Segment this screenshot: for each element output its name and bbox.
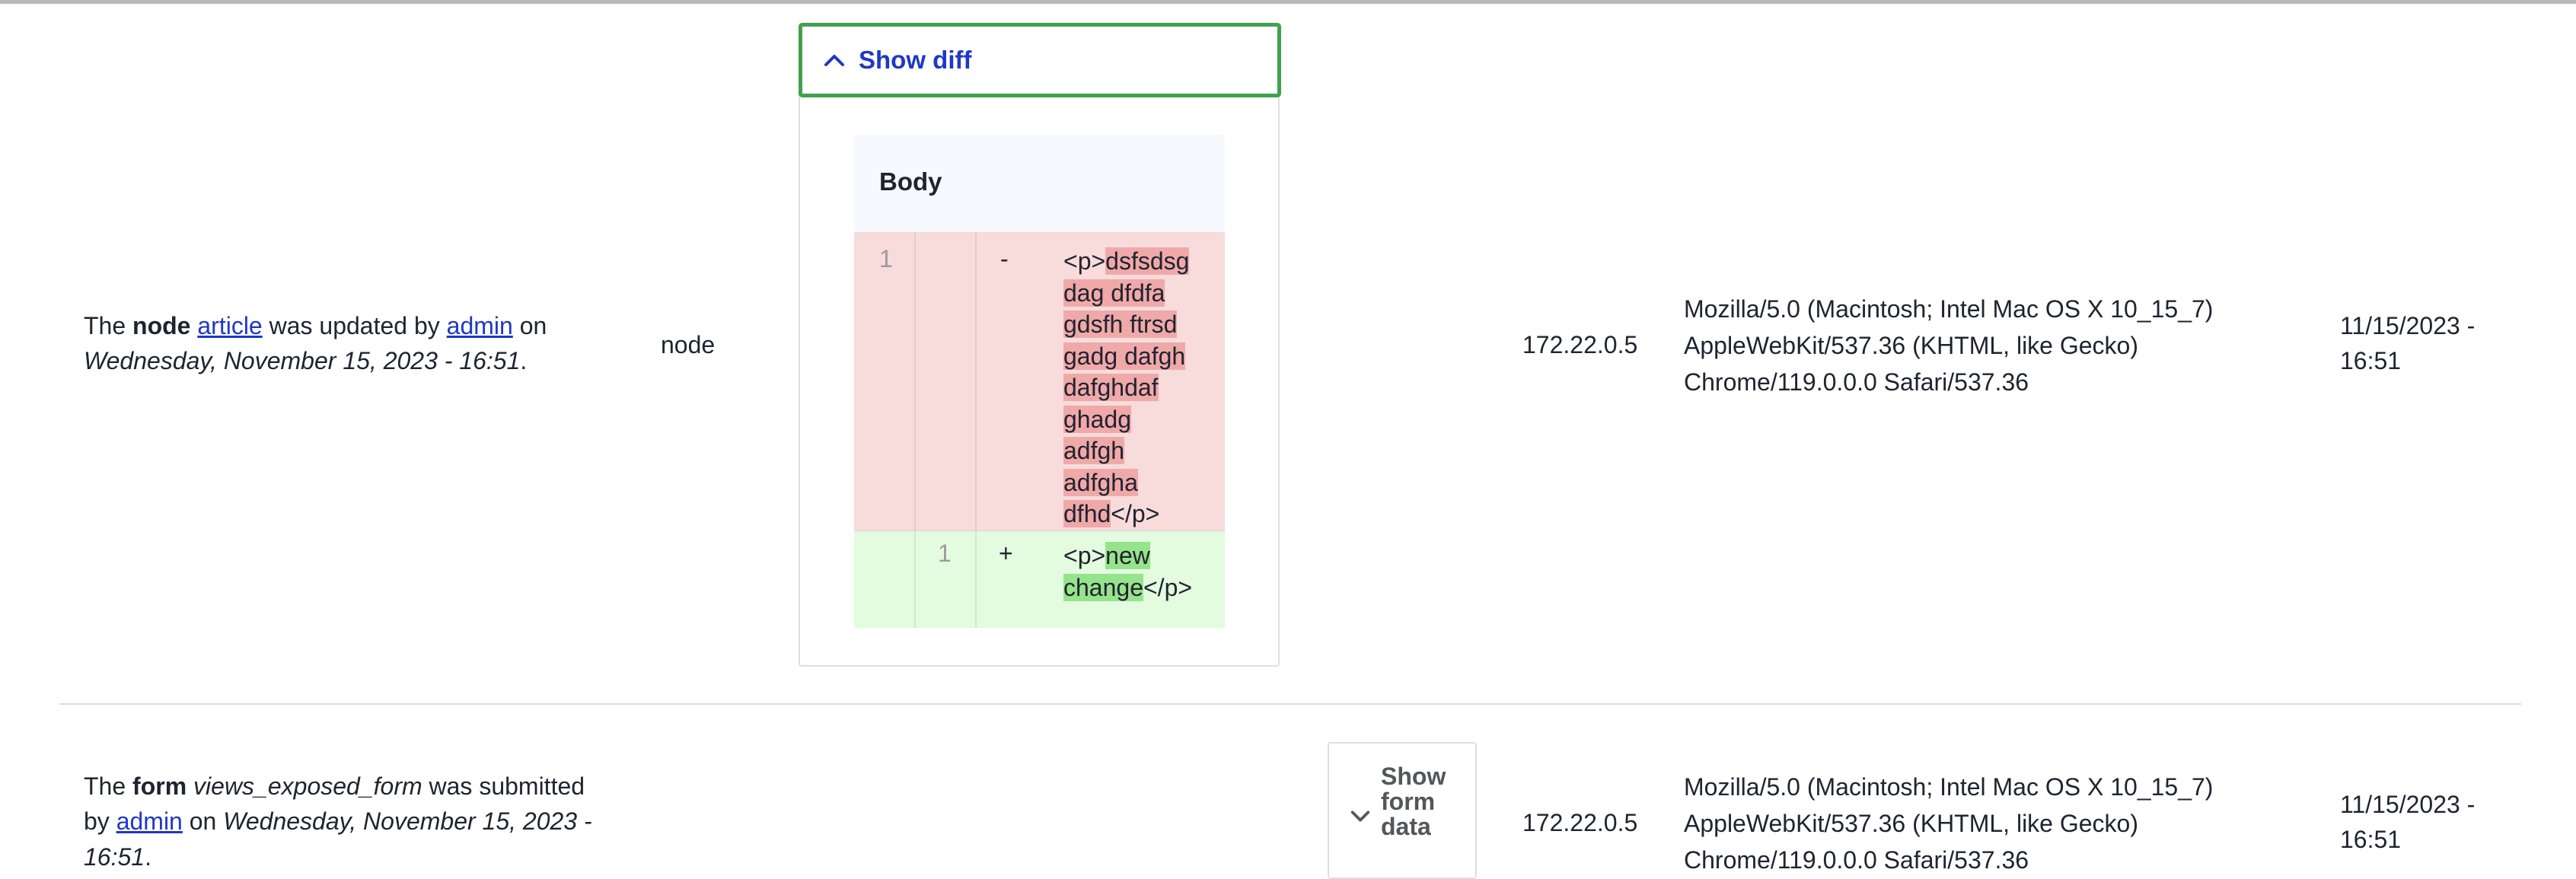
column-divider bbox=[914, 232, 916, 531]
changed-text: gdsfh ftrsd bbox=[1063, 311, 1178, 338]
code-line: change</p> bbox=[1063, 572, 1216, 604]
article-link[interactable]: article bbox=[197, 312, 263, 339]
message-form-id: views_exposed_form bbox=[193, 772, 422, 800]
label-line: form bbox=[1381, 788, 1436, 815]
message-date: Wednesday, November 15, 2023 - 16:51 bbox=[84, 347, 521, 375]
diff-sign-minus: - bbox=[1000, 245, 1009, 272]
code-text: </p> bbox=[1143, 573, 1193, 601]
changed-text: dfhd bbox=[1063, 500, 1111, 527]
log-message-line1: The node article was updated by admin on bbox=[84, 308, 647, 343]
code-text: <p> bbox=[1063, 247, 1106, 275]
log-type: node bbox=[661, 331, 716, 358]
date-line: 11/15/2023 - bbox=[2340, 312, 2476, 339]
message-date: 16:51 bbox=[84, 842, 145, 871]
user-agent-line: AppleWebKit/537.36 (KHTML, like Gecko) bbox=[1684, 332, 2138, 359]
message-date: Wednesday, November 15, 2023 - bbox=[223, 807, 592, 836]
message-text: on bbox=[182, 807, 224, 836]
log-message-line3: 16:51. bbox=[84, 839, 647, 874]
code-line: adfgh bbox=[1063, 435, 1216, 467]
changed-text: new bbox=[1105, 542, 1150, 569]
user-agent-line: Chrome/119.0.0.0 Safari/537.36 bbox=[1684, 846, 2029, 874]
show-form-data-button[interactable]: Show form data bbox=[1328, 742, 1477, 879]
message-text: by bbox=[84, 807, 116, 836]
user-agent-line: Mozilla/5.0 (Macintosh; Intel Mac OS X 1… bbox=[1684, 773, 2214, 801]
diff-header: Body bbox=[854, 135, 1225, 231]
old-line-number: 1 bbox=[879, 245, 893, 272]
message-text: was updated by bbox=[262, 312, 447, 339]
code-line: dfhd</p> bbox=[1063, 498, 1216, 530]
changed-text: adfgh bbox=[1063, 437, 1125, 464]
code-line: gdsfh ftrsd bbox=[1063, 309, 1216, 341]
log-date: 11/15/2023 - 16:51 bbox=[2340, 787, 2475, 858]
label-line: data bbox=[1381, 813, 1431, 840]
user-agent-line: AppleWebKit/537.36 (KHTML, like Gecko) bbox=[1684, 810, 2138, 837]
label-line: Show bbox=[1381, 763, 1446, 790]
show-diff-label: Show diff bbox=[859, 46, 972, 75]
log-message: The node article was updated by admin on… bbox=[84, 308, 647, 379]
message-text: . bbox=[145, 842, 151, 871]
top-border bbox=[0, 0, 2576, 4]
log-message-line2: Wednesday, November 15, 2023 - 16:51. bbox=[84, 343, 647, 378]
diff-field-heading: Body bbox=[879, 167, 942, 196]
changed-text: ghadg bbox=[1063, 405, 1131, 433]
message-entity-type: node bbox=[132, 312, 191, 339]
log-message-line1: The form views_exposed_form was submitte… bbox=[84, 769, 647, 804]
code-line: <p>new bbox=[1063, 540, 1216, 572]
show-diff-toggle[interactable]: Show diff bbox=[799, 23, 1281, 97]
admin-user-link[interactable]: admin bbox=[116, 807, 183, 836]
code-line: dag dfdfa bbox=[1063, 278, 1216, 310]
column-divider bbox=[975, 232, 977, 531]
user-agent-line: Mozilla/5.0 (Macintosh; Intel Mac OS X 1… bbox=[1684, 295, 2214, 323]
code-text: <p> bbox=[1063, 542, 1106, 569]
message-text: on bbox=[512, 312, 547, 339]
log-ip: 172.22.0.5 bbox=[1522, 331, 1638, 358]
new-line-number: 1 bbox=[938, 540, 952, 567]
message-text: . bbox=[520, 347, 528, 375]
code-line: <p>dsfsdsg bbox=[1063, 246, 1216, 278]
column-divider bbox=[914, 531, 916, 628]
log-date: 11/15/2023 - 16:51 bbox=[2340, 308, 2475, 379]
changed-text: change bbox=[1063, 573, 1143, 601]
message-entity-type: form bbox=[132, 772, 187, 800]
date-line: 16:51 bbox=[2340, 826, 2402, 854]
log-ip: 172.22.0.5 bbox=[1522, 809, 1638, 836]
code-line: ghadg bbox=[1063, 404, 1216, 436]
changed-text: gadg dafgh bbox=[1063, 342, 1186, 370]
user-agent-line: Chrome/119.0.0.0 Safari/537.36 bbox=[1684, 368, 2029, 396]
admin-user-link[interactable]: admin bbox=[446, 312, 513, 339]
message-text: The bbox=[84, 772, 133, 800]
changed-text: dsfsdsg bbox=[1105, 247, 1190, 275]
changed-text: dag dfdfa bbox=[1063, 279, 1165, 307]
log-user-agent: Mozilla/5.0 (Macintosh; Intel Mac OS X 1… bbox=[1684, 291, 2232, 400]
changed-text: dafghdaf bbox=[1063, 374, 1159, 401]
code-text: </p> bbox=[1111, 500, 1160, 527]
date-line: 11/15/2023 - bbox=[2340, 791, 2476, 818]
code-line: adfgha bbox=[1063, 467, 1216, 499]
changed-text: adfgha bbox=[1063, 468, 1138, 496]
row-separator bbox=[59, 703, 2521, 705]
show-form-data-label: Show form data bbox=[1381, 764, 1465, 839]
chevron-down-icon bbox=[1350, 811, 1370, 822]
message-text: was submitted bbox=[422, 772, 585, 800]
chevron-up-icon bbox=[824, 55, 844, 66]
log-user-agent: Mozilla/5.0 (Macintosh; Intel Mac OS X 1… bbox=[1684, 769, 2232, 878]
diff-sign-plus: + bbox=[999, 540, 1013, 567]
code-line: gadg dafgh bbox=[1063, 341, 1216, 373]
code-line: dafghdaf bbox=[1063, 372, 1216, 404]
log-message: The form views_exposed_form was submitte… bbox=[84, 769, 647, 874]
date-line: 16:51 bbox=[2340, 347, 2402, 375]
message-text: The bbox=[84, 312, 133, 339]
log-message-line2: by admin on Wednesday, November 15, 2023… bbox=[84, 804, 647, 839]
column-divider bbox=[975, 531, 977, 628]
